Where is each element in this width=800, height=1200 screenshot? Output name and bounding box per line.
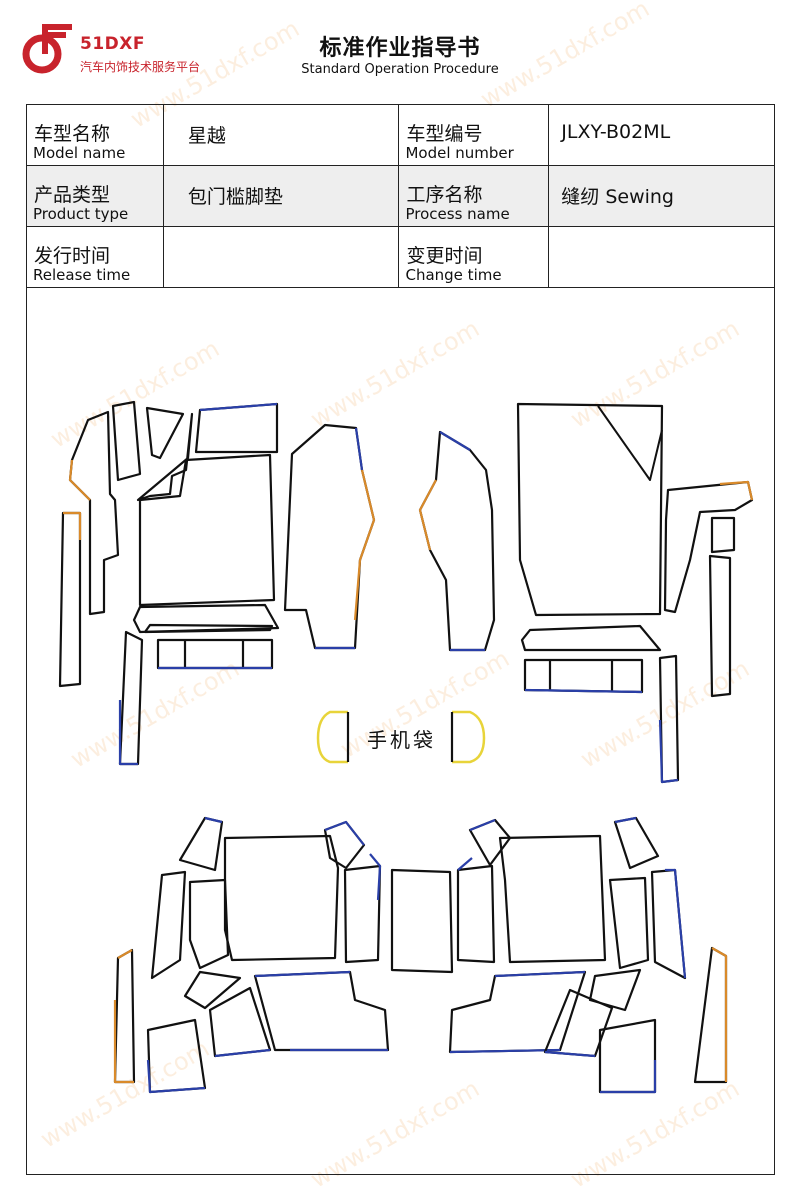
label-zh: 车型编号 <box>406 123 483 145</box>
label-zh: 变更时间 <box>406 245 483 267</box>
pattern-piece <box>111 400 142 482</box>
pattern-piece <box>498 834 607 964</box>
pattern-piece <box>658 654 680 784</box>
change-time-label-cell: 变更时间 Change time <box>398 226 550 288</box>
pattern-piece <box>520 624 662 652</box>
pattern-piece <box>418 430 496 652</box>
model-number-value-cell: JLXY-B02ML <box>548 104 775 166</box>
pattern-piece <box>156 638 274 670</box>
phone-pocket-label: 手机袋 <box>367 728 436 752</box>
phone-pocket-right <box>452 710 486 764</box>
label-zh: 产品类型 <box>34 184 111 206</box>
pattern-piece <box>710 516 736 554</box>
process-name-label-cell: 工序名称 Process name <box>398 165 550 227</box>
release-time-value-cell <box>162 226 400 288</box>
info-table: 车型名称 Model name 星越 车型编号 Model number JLX… <box>26 104 775 288</box>
brand-logo <box>22 24 72 74</box>
pattern-piece <box>223 834 340 962</box>
pattern-piece <box>543 988 614 1058</box>
pattern-piece <box>113 948 136 1084</box>
document-subtitle: Standard Operation Procedure <box>301 62 499 77</box>
product-type-value-cell: 包门槛脚垫 <box>162 165 400 227</box>
pattern-piece <box>598 1018 657 1094</box>
pattern-piece <box>693 946 728 1084</box>
pattern-piece <box>608 876 650 970</box>
pattern-piece <box>523 658 644 694</box>
pattern-piece <box>343 864 382 964</box>
phone-pocket-left <box>316 710 348 764</box>
pattern-piece <box>390 868 454 974</box>
info-row: 发行时间 Release time 变更时间 Change time <box>26 226 775 288</box>
pattern-piece <box>150 870 187 980</box>
pattern-piece <box>663 480 754 614</box>
pattern-piece <box>456 864 496 964</box>
rear-left-mat-group <box>113 816 454 1094</box>
pattern-piece <box>183 970 242 1010</box>
label-en: Process name <box>405 205 510 223</box>
pattern-piece <box>448 970 587 1054</box>
label-zh: 车型名称 <box>34 123 111 145</box>
pattern-piece <box>146 1018 207 1094</box>
pattern-piece <box>118 630 144 766</box>
pattern-piece <box>613 816 660 870</box>
pattern-piece <box>143 623 274 634</box>
pattern-piece <box>145 406 185 460</box>
label-zh: 发行时间 <box>34 245 111 267</box>
pattern-piece <box>178 816 224 872</box>
label-en: Change time <box>405 266 502 284</box>
front-right-mat-group <box>418 402 754 784</box>
pattern-piece <box>58 511 82 688</box>
pattern-piece <box>132 603 280 634</box>
label-en: Product type <box>33 205 129 223</box>
brand-tagline: 汽车内饰技术服务平台 <box>80 60 201 74</box>
process-name-value-cell: 缝纫 Sewing <box>548 165 775 227</box>
model-number-value: JLXY-B02ML <box>561 121 671 143</box>
model-name-value-cell: 星越 <box>162 104 400 166</box>
rear-right-mat-group <box>448 816 728 1094</box>
pattern-piece <box>253 970 390 1052</box>
pattern-piece <box>194 402 279 454</box>
label-en: Release time <box>33 266 131 284</box>
pattern-piece <box>516 402 664 617</box>
pattern-piece <box>136 412 194 502</box>
pattern-piece <box>588 968 642 1012</box>
label-en: Model number <box>405 144 514 162</box>
label-en: Model name <box>33 144 126 162</box>
release-time-label-cell: 发行时间 Release time <box>26 226 164 288</box>
pattern-piece <box>138 453 276 607</box>
pattern-piece <box>708 554 732 698</box>
document-title: 标准作业指导书 <box>319 36 481 61</box>
product-type-value: 包门槛脚垫 <box>187 186 283 208</box>
model-name-value: 星越 <box>187 125 226 147</box>
drawing-frame <box>26 287 775 1175</box>
label-zh: 工序名称 <box>406 184 483 206</box>
product-type-label-cell: 产品类型 Product type <box>26 165 164 227</box>
process-name-value: 缝纫 Sewing <box>561 186 674 208</box>
brand-name: 51DXF <box>80 34 145 54</box>
pattern-piece <box>188 878 230 970</box>
front-left-mat-group <box>58 400 376 766</box>
info-row: 产品类型 Product type 包门槛脚垫 工序名称 Process nam… <box>26 165 775 227</box>
